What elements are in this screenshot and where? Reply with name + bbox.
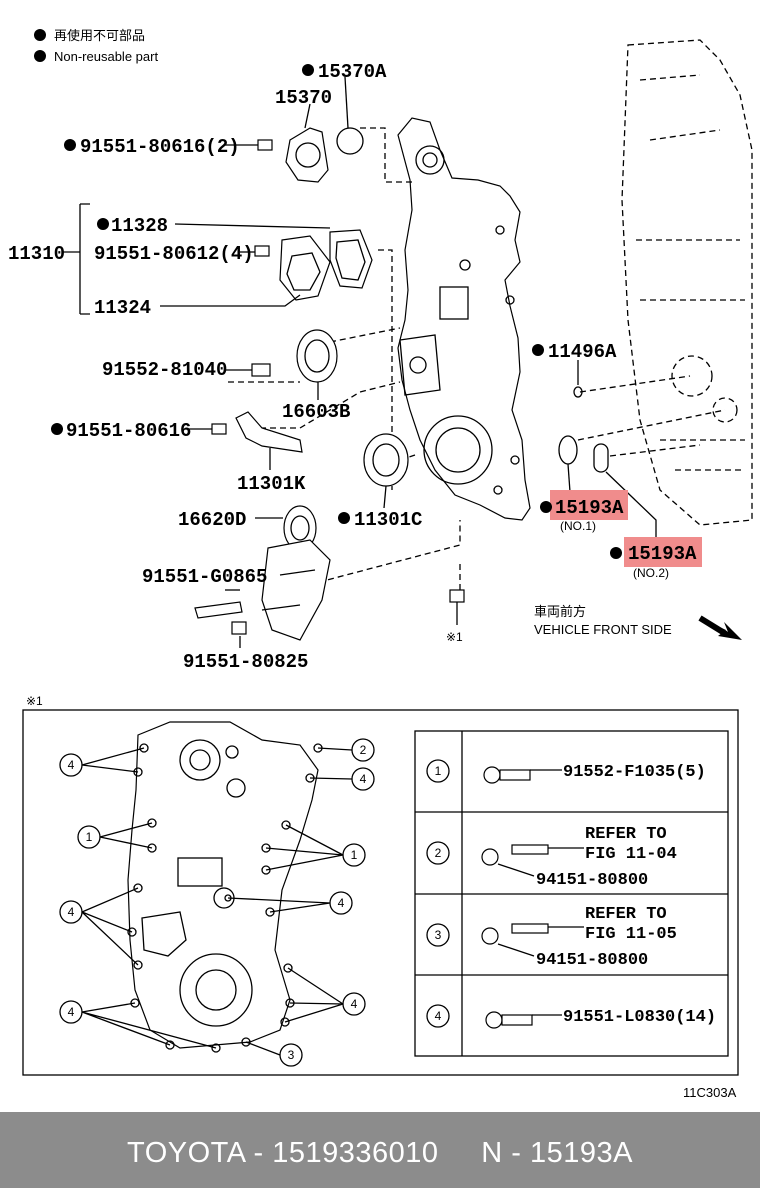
inset-cover-drawing xyxy=(127,721,323,1053)
svg-text:4: 4 xyxy=(351,997,358,1011)
label-15193A-no2: 15193A xyxy=(628,543,697,565)
nonreusable-dot-icon xyxy=(34,29,46,41)
label-front-jp: 車両前方 xyxy=(534,604,586,619)
svg-text:4: 4 xyxy=(68,758,75,772)
highlight-15193A-no1 xyxy=(550,490,628,520)
seal-11301C xyxy=(363,433,409,509)
label-91551-80825: 91551-80825 xyxy=(183,651,308,673)
o-ring-15193A-no2 xyxy=(593,443,609,473)
svg-text:3: 3 xyxy=(435,928,442,942)
svg-text:4: 4 xyxy=(338,896,345,910)
svg-text:REFER TO: REFER TO xyxy=(585,905,667,924)
sensor-11301K xyxy=(185,411,303,470)
label-91551-80616-2: 91551-80616(2) xyxy=(80,136,240,158)
bolt-note1 xyxy=(449,589,465,625)
inset-mark: ※1 xyxy=(26,694,43,708)
label-15370: 15370 xyxy=(275,87,332,109)
inset-leaders xyxy=(81,747,353,1056)
highlight-15193A-no2 xyxy=(624,537,702,567)
label-11496A: 11496A xyxy=(548,341,617,363)
inset-callouts: 4 2 4 1 1 4 4 4 4 3 xyxy=(59,738,375,1067)
table-row: 4 91551-L0830(14) xyxy=(426,1004,716,1029)
label-91551-80616: 91551-80616 xyxy=(66,420,191,442)
svg-text:94151-80800: 94151-80800 xyxy=(536,951,648,970)
svg-text:4: 4 xyxy=(360,772,367,786)
label-11301K: 11301K xyxy=(237,473,306,495)
svg-text:1: 1 xyxy=(435,764,442,778)
label-91552-81040: 91552-81040 xyxy=(102,359,227,381)
timing-chain-cover xyxy=(397,117,531,521)
label-91551-80612-4: 91551-80612(4) xyxy=(94,243,254,265)
label-15370A: 15370A xyxy=(318,61,387,83)
o-rings xyxy=(558,360,657,542)
label-11328: 11328 xyxy=(111,215,168,237)
o-ring-15370A xyxy=(336,127,364,155)
svg-text:4: 4 xyxy=(68,1005,75,1019)
cover-11324-group xyxy=(62,203,373,315)
label-91551-G0865: 91551-G0865 xyxy=(142,566,267,588)
svg-text:91551-L0830(14): 91551-L0830(14) xyxy=(563,1008,716,1027)
pump-15370 xyxy=(285,127,329,183)
legend-jp: 再使用不可部品 xyxy=(54,28,145,43)
label-no1: (NO.1) xyxy=(560,519,596,533)
svg-text:4: 4 xyxy=(435,1009,442,1023)
oil-pump-group xyxy=(225,76,364,183)
table-row: 2 REFER TO FIG 11-04 94151-80800 xyxy=(426,825,677,890)
svg-text:94151-80800: 94151-80800 xyxy=(536,871,648,890)
label-16620D: 16620D xyxy=(178,509,246,531)
tensioner-16620D xyxy=(194,505,331,648)
footer-text: TOYOTA - 1519336010 N - 15193A xyxy=(127,1137,633,1169)
front-arrow-icon xyxy=(700,618,742,640)
svg-text:FIG 11-04: FIG 11-04 xyxy=(585,845,677,864)
label-note1: ※1 xyxy=(446,630,463,644)
label-11310: 11310 xyxy=(8,243,65,265)
label-16603B: 16603B xyxy=(282,401,350,423)
svg-text:4: 4 xyxy=(68,905,75,919)
svg-text:91552-F1035(5): 91552-F1035(5) xyxy=(563,763,706,782)
label-15193A-no1: 15193A xyxy=(555,497,624,519)
leader-lines xyxy=(228,127,726,596)
label-front-en: VEHICLE FRONT SIDE xyxy=(534,622,672,637)
label-no2: (NO.2) xyxy=(633,566,669,580)
nonreusable-dot-icon xyxy=(34,50,46,62)
part-labels: 15370A 15370 91551-80616(2) 11328 11310 … xyxy=(8,61,742,673)
cover-11324 xyxy=(279,235,331,301)
footer-bar xyxy=(0,1112,760,1188)
inset-frame xyxy=(22,709,739,1076)
table-row: 1 91552-F1035(5) xyxy=(426,759,706,784)
idler-16603B xyxy=(225,329,338,400)
nonreusable-markers xyxy=(51,64,622,559)
label-11324: 11324 xyxy=(94,297,151,319)
svg-text:FIG 11-05: FIG 11-05 xyxy=(585,925,677,944)
parts-diagram: 再使用不可部品 Non-reusable part xyxy=(8,28,753,1100)
svg-text:1: 1 xyxy=(351,848,358,862)
legend: 再使用不可部品 Non-reusable part xyxy=(34,28,158,64)
svg-text:2: 2 xyxy=(435,846,442,860)
label-11301C: 11301C xyxy=(354,509,422,531)
svg-text:1: 1 xyxy=(86,830,93,844)
svg-text:3: 3 xyxy=(288,1048,295,1062)
table-row: 3 REFER TO FIG 11-05 94151-80800 xyxy=(426,905,677,970)
inset-table: 1 91552-F1035(5) 2 REFER TO FIG 11-04 94… xyxy=(414,730,729,1057)
o-ring-15193A-no1 xyxy=(558,435,578,465)
figure-code: 11C303A xyxy=(683,1085,737,1100)
engine-block xyxy=(621,39,753,526)
svg-text:REFER TO: REFER TO xyxy=(585,825,667,844)
legend-en: Non-reusable part xyxy=(54,49,158,64)
svg-text:2: 2 xyxy=(360,743,367,757)
